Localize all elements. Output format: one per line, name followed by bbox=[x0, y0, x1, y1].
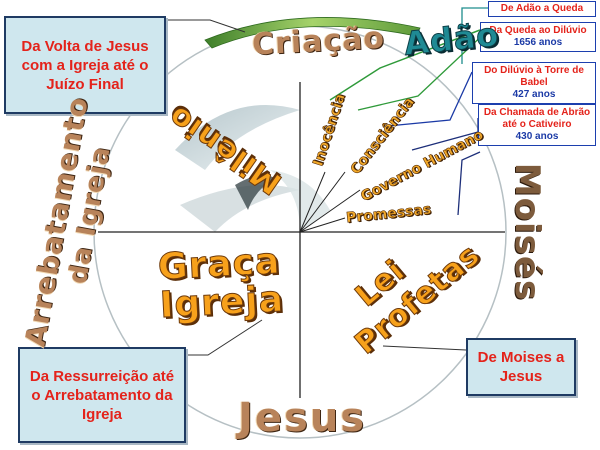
label-igreja: Igreja bbox=[159, 278, 286, 327]
ray-governo bbox=[299, 189, 361, 233]
leader-governo bbox=[387, 71, 473, 127]
box-ressurreicao-arrebatamento: Da Ressurreição até o Arrebatamento da I… bbox=[18, 347, 186, 443]
box-adao-queda-text: De Adão a Queda bbox=[500, 3, 584, 14]
box-abraao-cativeiro-years: 430 anos bbox=[515, 131, 559, 142]
ray-inocencia bbox=[299, 171, 326, 233]
leader-adao bbox=[461, 7, 490, 64]
swirl-shape bbox=[235, 175, 275, 210]
swirl-shape bbox=[180, 185, 300, 232]
box-adao-queda: De Adão a Queda bbox=[488, 1, 596, 17]
ray-promessas bbox=[299, 217, 346, 233]
leader-volta bbox=[166, 19, 246, 33]
leader-promessas-2 bbox=[457, 151, 481, 216]
box-abraao-cativeiro: Da Chamada de Abrão até o Cativeiro 430 … bbox=[478, 104, 596, 146]
box-moises-jesus: De Moises a Jesus bbox=[466, 338, 576, 396]
box-diluvio-babel-years: 427 anos bbox=[512, 89, 556, 100]
box-ressurreicao-text: Da Ressurreição até o Arrebatamento da I… bbox=[29, 367, 175, 423]
label-jesus: Jesus bbox=[238, 395, 367, 441]
box-diluvio-babel: Do Dilúvio à Torre de Babel 427 anos bbox=[472, 62, 596, 104]
box-moises-jesus-text: De Moises a Jesus bbox=[477, 349, 565, 385]
box-queda-diluvio-text: Da Queda ao Dilúvio bbox=[489, 25, 587, 36]
creation-arc bbox=[204, 17, 421, 49]
leader-consciencia bbox=[357, 29, 489, 111]
box-abraao-cativeiro-text: Da Chamada de Abrão até o Cativeiro bbox=[483, 107, 591, 130]
box-queda-diluvio: Da Queda ao Dilúvio 1656 anos bbox=[480, 22, 596, 52]
label-criacao: Criação bbox=[251, 20, 386, 63]
box-queda-diluvio-years: 1656 anos bbox=[513, 37, 563, 48]
swirl-shape bbox=[175, 105, 300, 170]
leader-moises-jesus bbox=[382, 345, 467, 351]
box-volta-juizo: Da Volta de Jesus com a Igreja até o Juí… bbox=[4, 16, 166, 114]
box-diluvio-babel-text: Do Dilúvio à Torre de Babel bbox=[484, 65, 584, 88]
label-moises: Moisés bbox=[507, 162, 548, 302]
box-volta-text: Da Volta de Jesus com a Igreja até o Juí… bbox=[21, 37, 149, 93]
ray-consciencia bbox=[299, 171, 346, 233]
leader-ressurreicao bbox=[186, 319, 263, 356]
leader-inocencia bbox=[329, 29, 481, 101]
